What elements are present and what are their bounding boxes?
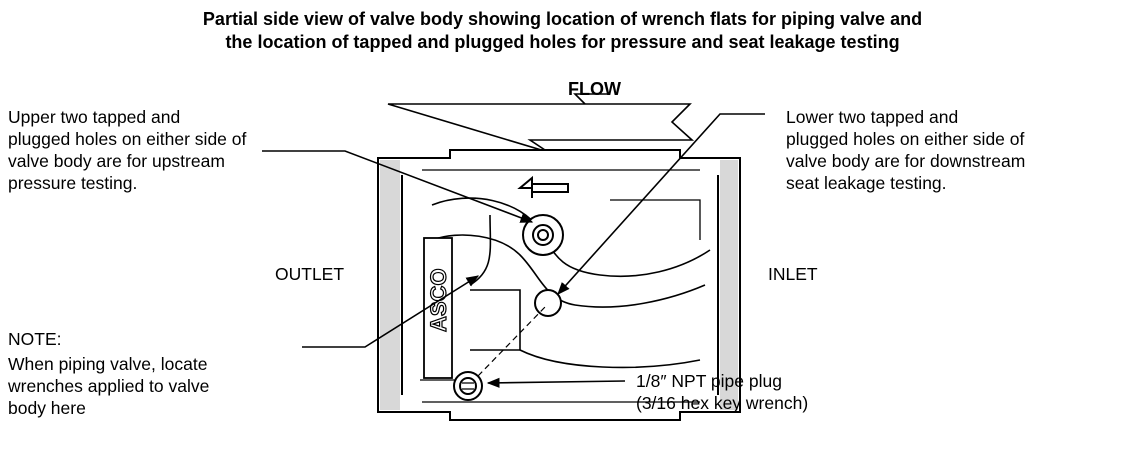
lower-note-line-2: plugged holes on either side of [786, 129, 1025, 149]
upper-holes-note: Upper two tapped and plugged holes on ei… [8, 106, 246, 194]
outlet-label: OUTLET [275, 264, 345, 284]
note-heading: NOTE: [8, 329, 62, 349]
lower-plug-hole [534, 289, 562, 317]
plug-note-line-1: 1/8″ NPT pipe plug [636, 371, 782, 391]
lower-note-line-4: seat leakage testing. [786, 173, 947, 193]
plug-axis-line [477, 305, 547, 377]
upper-note-line-3: valve body are for upstream [8, 151, 225, 171]
leader-lines [262, 113, 765, 388]
plug-note-line-2: (3/16 hex key wrench) [636, 393, 809, 413]
body-logo: ASCO [426, 268, 451, 332]
wrench-note-line-2: wrenches applied to valve [8, 376, 210, 396]
upper-note-line-1: Upper two tapped and [8, 107, 181, 127]
lower-note-line-1: Lower two tapped and [786, 107, 959, 127]
pipe-plug-note: 1/8″ NPT pipe plug (3/16 hex key wrench) [636, 370, 808, 414]
inlet-label: INLET [768, 264, 818, 284]
lower-note-line-3: valve body are for downstream [786, 151, 1026, 171]
upper-note-line-2: plugged holes on either side of [8, 129, 247, 149]
figure-title: Partial side view of valve body showing … [0, 8, 1125, 54]
flow-arrow [387, 93, 695, 153]
wrench-note-line-1: When piping valve, locate [8, 354, 208, 374]
flow-label: FLOW [568, 79, 621, 99]
wrench-note: NOTE: When piping valve, locate wrenches… [8, 328, 209, 419]
title-line-1: Partial side view of valve body showing … [202, 9, 923, 29]
upper-note-line-4: pressure testing. [8, 173, 138, 193]
title-line-2: the location of tapped and plugged holes… [225, 32, 900, 52]
pipe-plug [453, 371, 483, 401]
lower-holes-note: Lower two tapped and plugged holes on ei… [786, 106, 1025, 194]
upper-plug-hole [522, 214, 564, 256]
wrench-note-line-3: body here [8, 398, 86, 418]
